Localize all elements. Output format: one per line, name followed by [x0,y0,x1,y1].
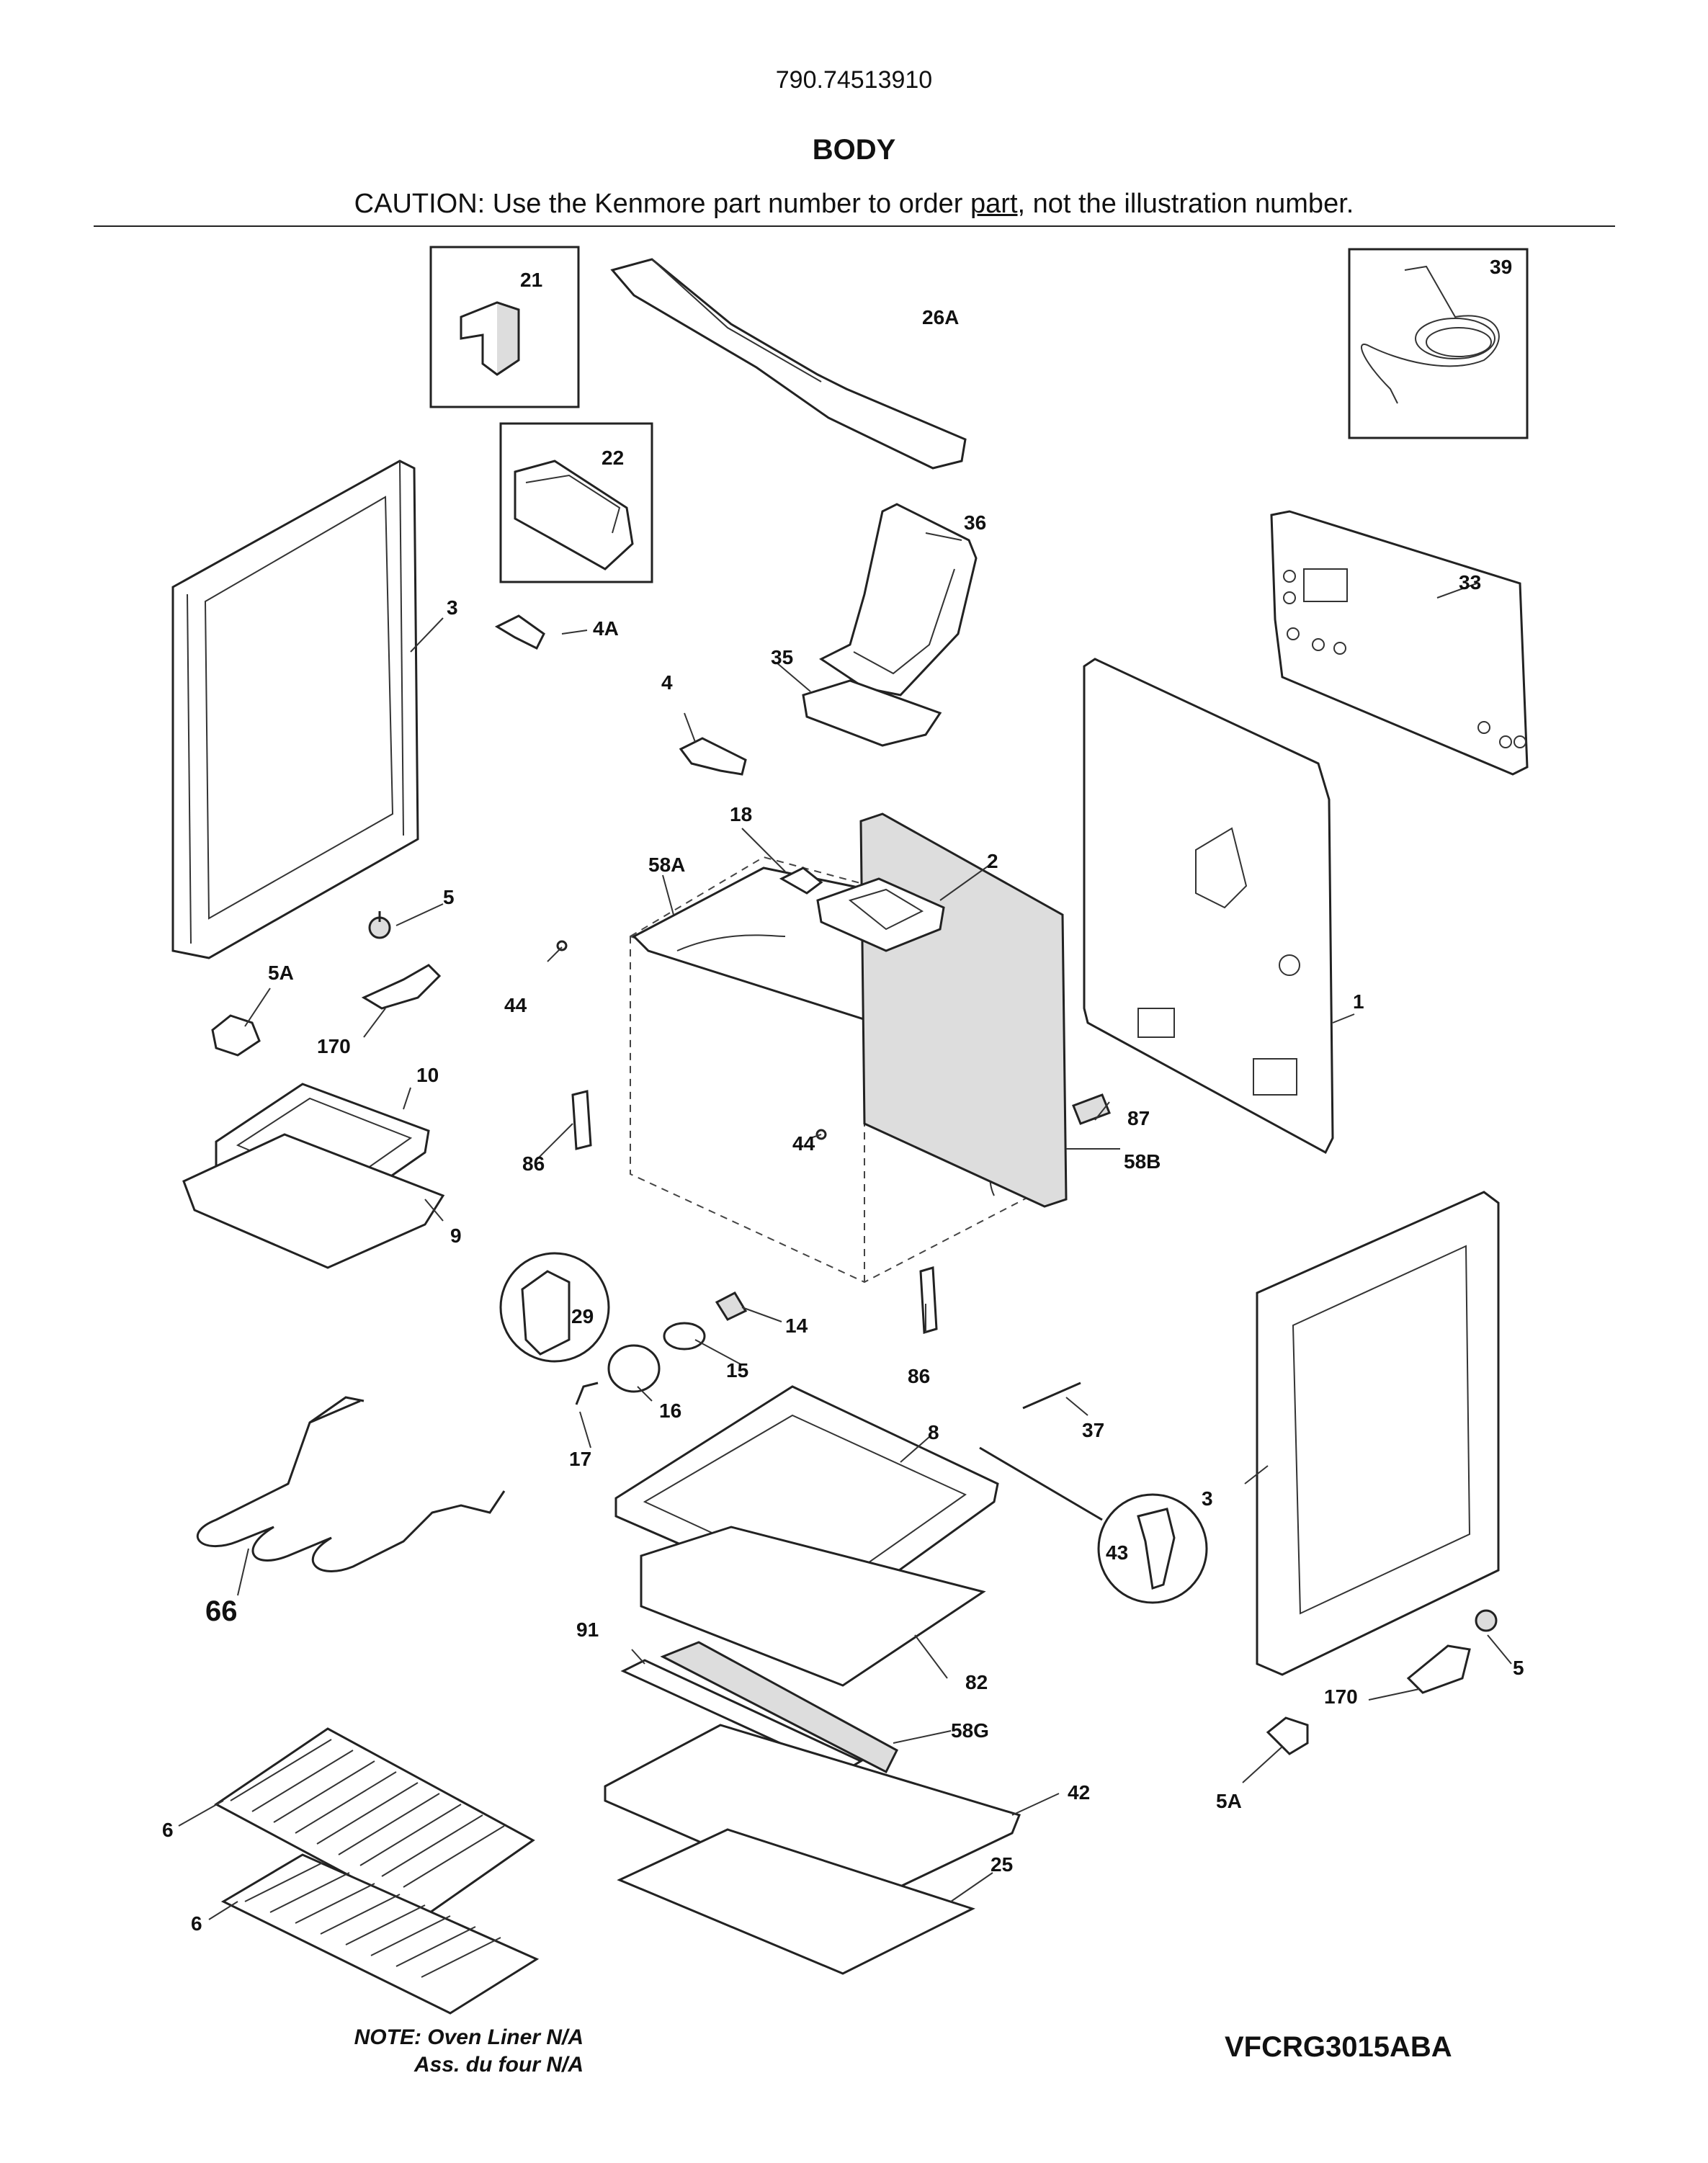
callout-16: 16 [659,1400,681,1422]
part-39-inset[interactable] [1348,248,1529,439]
callout-86-b: 86 [908,1365,930,1387]
callout-82: 82 [965,1671,988,1693]
part-87-terminal-block[interactable] [1072,1093,1111,1125]
callout-29: 29 [571,1305,594,1327]
callout-6-a: 6 [162,1819,174,1841]
note-line-1: NOTE: Oven Liner N/A [354,2025,584,2049]
callout-170-left: 170 [317,1035,351,1057]
callout-3-left: 3 [447,596,458,619]
part-16-lamp-lens[interactable] [607,1344,661,1393]
callout-22: 22 [602,447,624,469]
callout-10: 10 [416,1064,439,1086]
part-91-rail[interactable] [620,1659,864,1773]
part-36-vent-duct[interactable] [819,503,978,697]
part-25-bottom-cover[interactable] [617,1828,975,1975]
callout-15: 15 [726,1359,748,1381]
part-6-oven-rack-b[interactable] [220,1853,540,2015]
callout-36: 36 [964,511,986,534]
callout-5-left: 5 [443,886,455,908]
part-18-latch[interactable] [779,866,823,895]
callout-42: 42 [1068,1781,1090,1804]
part-33-back-panel[interactable] [1270,510,1529,776]
model-number: 790.74513910 [775,66,933,94]
callout-37: 37 [1082,1419,1104,1441]
part-2-plate[interactable] [816,877,945,952]
part-5-screw-right[interactable] [1475,1609,1498,1632]
callout-9: 9 [450,1224,462,1247]
callout-35: 35 [771,646,793,668]
leader-lines [178,532,1512,1920]
callout-87: 87 [1127,1107,1150,1129]
callout-58G: 58G [951,1719,989,1742]
callout-5A-left: 5A [268,962,294,984]
caution-text: CAUTION: Use the Kenmore part number to … [0,189,1708,220]
part-58B-insulation[interactable] [859,812,1068,1208]
part-37-wire-clip[interactable] [1022,1381,1081,1410]
part-44-screw-a[interactable] [556,940,568,951]
callout-33: 33 [1459,571,1481,594]
part-4A-clip[interactable] [494,614,545,650]
caution-part-link[interactable]: part [970,189,1018,219]
note-line-2: Ass. du four N/A [413,2053,584,2077]
part-43-screw-detail[interactable] [979,1446,1208,1604]
callout-21: 21 [520,269,542,291]
callout-4A: 4A [593,617,619,640]
part-42-base-pan[interactable] [604,1724,1021,1910]
caution-suffix: , not the illustration number. [1017,189,1354,219]
callout-8: 8 [928,1421,939,1443]
caution-prefix: CAUTION: Use the Kenmore part number to … [354,189,971,219]
part-1-rear-panel[interactable] [1083,658,1334,1155]
part-82-panel[interactable] [640,1526,986,1687]
model-code: VFCRG3015ABA [1225,2031,1452,2063]
callout-2: 2 [987,850,998,872]
callout-43: 43 [1106,1541,1128,1564]
callout-170-right: 170 [1324,1685,1358,1708]
callout-91: 91 [576,1618,599,1641]
part-66-bake-element[interactable] [196,1396,506,1572]
part-35-gasket[interactable] [802,679,942,747]
footer-note: NOTE: Oven Liner N/A Ass. du four N/A [216,2024,584,2079]
callout-39: 39 [1490,256,1512,278]
part-29-detail[interactable] [499,1252,610,1363]
callout-66: 66 [205,1595,238,1627]
part-15-bulb[interactable] [663,1322,706,1351]
header-divider [94,225,1615,227]
callout-3-right: 3 [1202,1487,1213,1510]
callout-5-right: 5 [1513,1657,1524,1679]
callout-25: 25 [991,1853,1013,1876]
callout-17: 17 [569,1448,591,1470]
callout-6-b: 6 [191,1912,202,1935]
part-86-hinge-receiver-a[interactable] [571,1090,592,1150]
callout-14: 14 [785,1315,808,1337]
callout-26A: 26A [922,306,959,328]
callout-4: 4 [661,671,673,694]
callout-18: 18 [730,803,752,825]
part-170-bracket-right[interactable] [1406,1644,1471,1694]
callout-5A-right: 5A [1216,1790,1242,1812]
part-22-inset[interactable] [499,422,653,583]
part-86-hinge-receiver-b[interactable] [919,1266,938,1334]
part-3-right-side-panel[interactable] [1256,1191,1500,1676]
part-170-bracket-left[interactable] [361,964,442,1010]
part-21-inset[interactable] [429,246,580,408]
callout-1: 1 [1353,990,1364,1013]
callout-labels: 21 22 39 26A 36 33 3 4A 4 35 18 58A 2 5 … [162,256,1524,1935]
callout-58A: 58A [648,854,685,876]
part-5A-leveler-left[interactable] [211,1014,261,1057]
part-5A-leveler-right[interactable] [1266,1716,1309,1755]
part-5-screw-left[interactable] [368,911,391,939]
callout-44-a: 44 [504,994,527,1016]
part-26A-bracket[interactable] [610,258,967,470]
callout-86-a: 86 [522,1152,545,1175]
callout-44-b: 44 [792,1132,815,1155]
part-17-lamp-wire[interactable] [575,1381,599,1405]
part-58G-insulation[interactable] [660,1641,898,1774]
part-14-lamp-socket[interactable] [715,1291,748,1321]
part-4-clip[interactable] [679,737,747,776]
part-3-left-side-panel[interactable] [171,460,419,959]
section-title: BODY [812,134,896,166]
part-9-broil-pan[interactable] [182,1133,445,1269]
callout-58B: 58B [1124,1150,1161,1173]
